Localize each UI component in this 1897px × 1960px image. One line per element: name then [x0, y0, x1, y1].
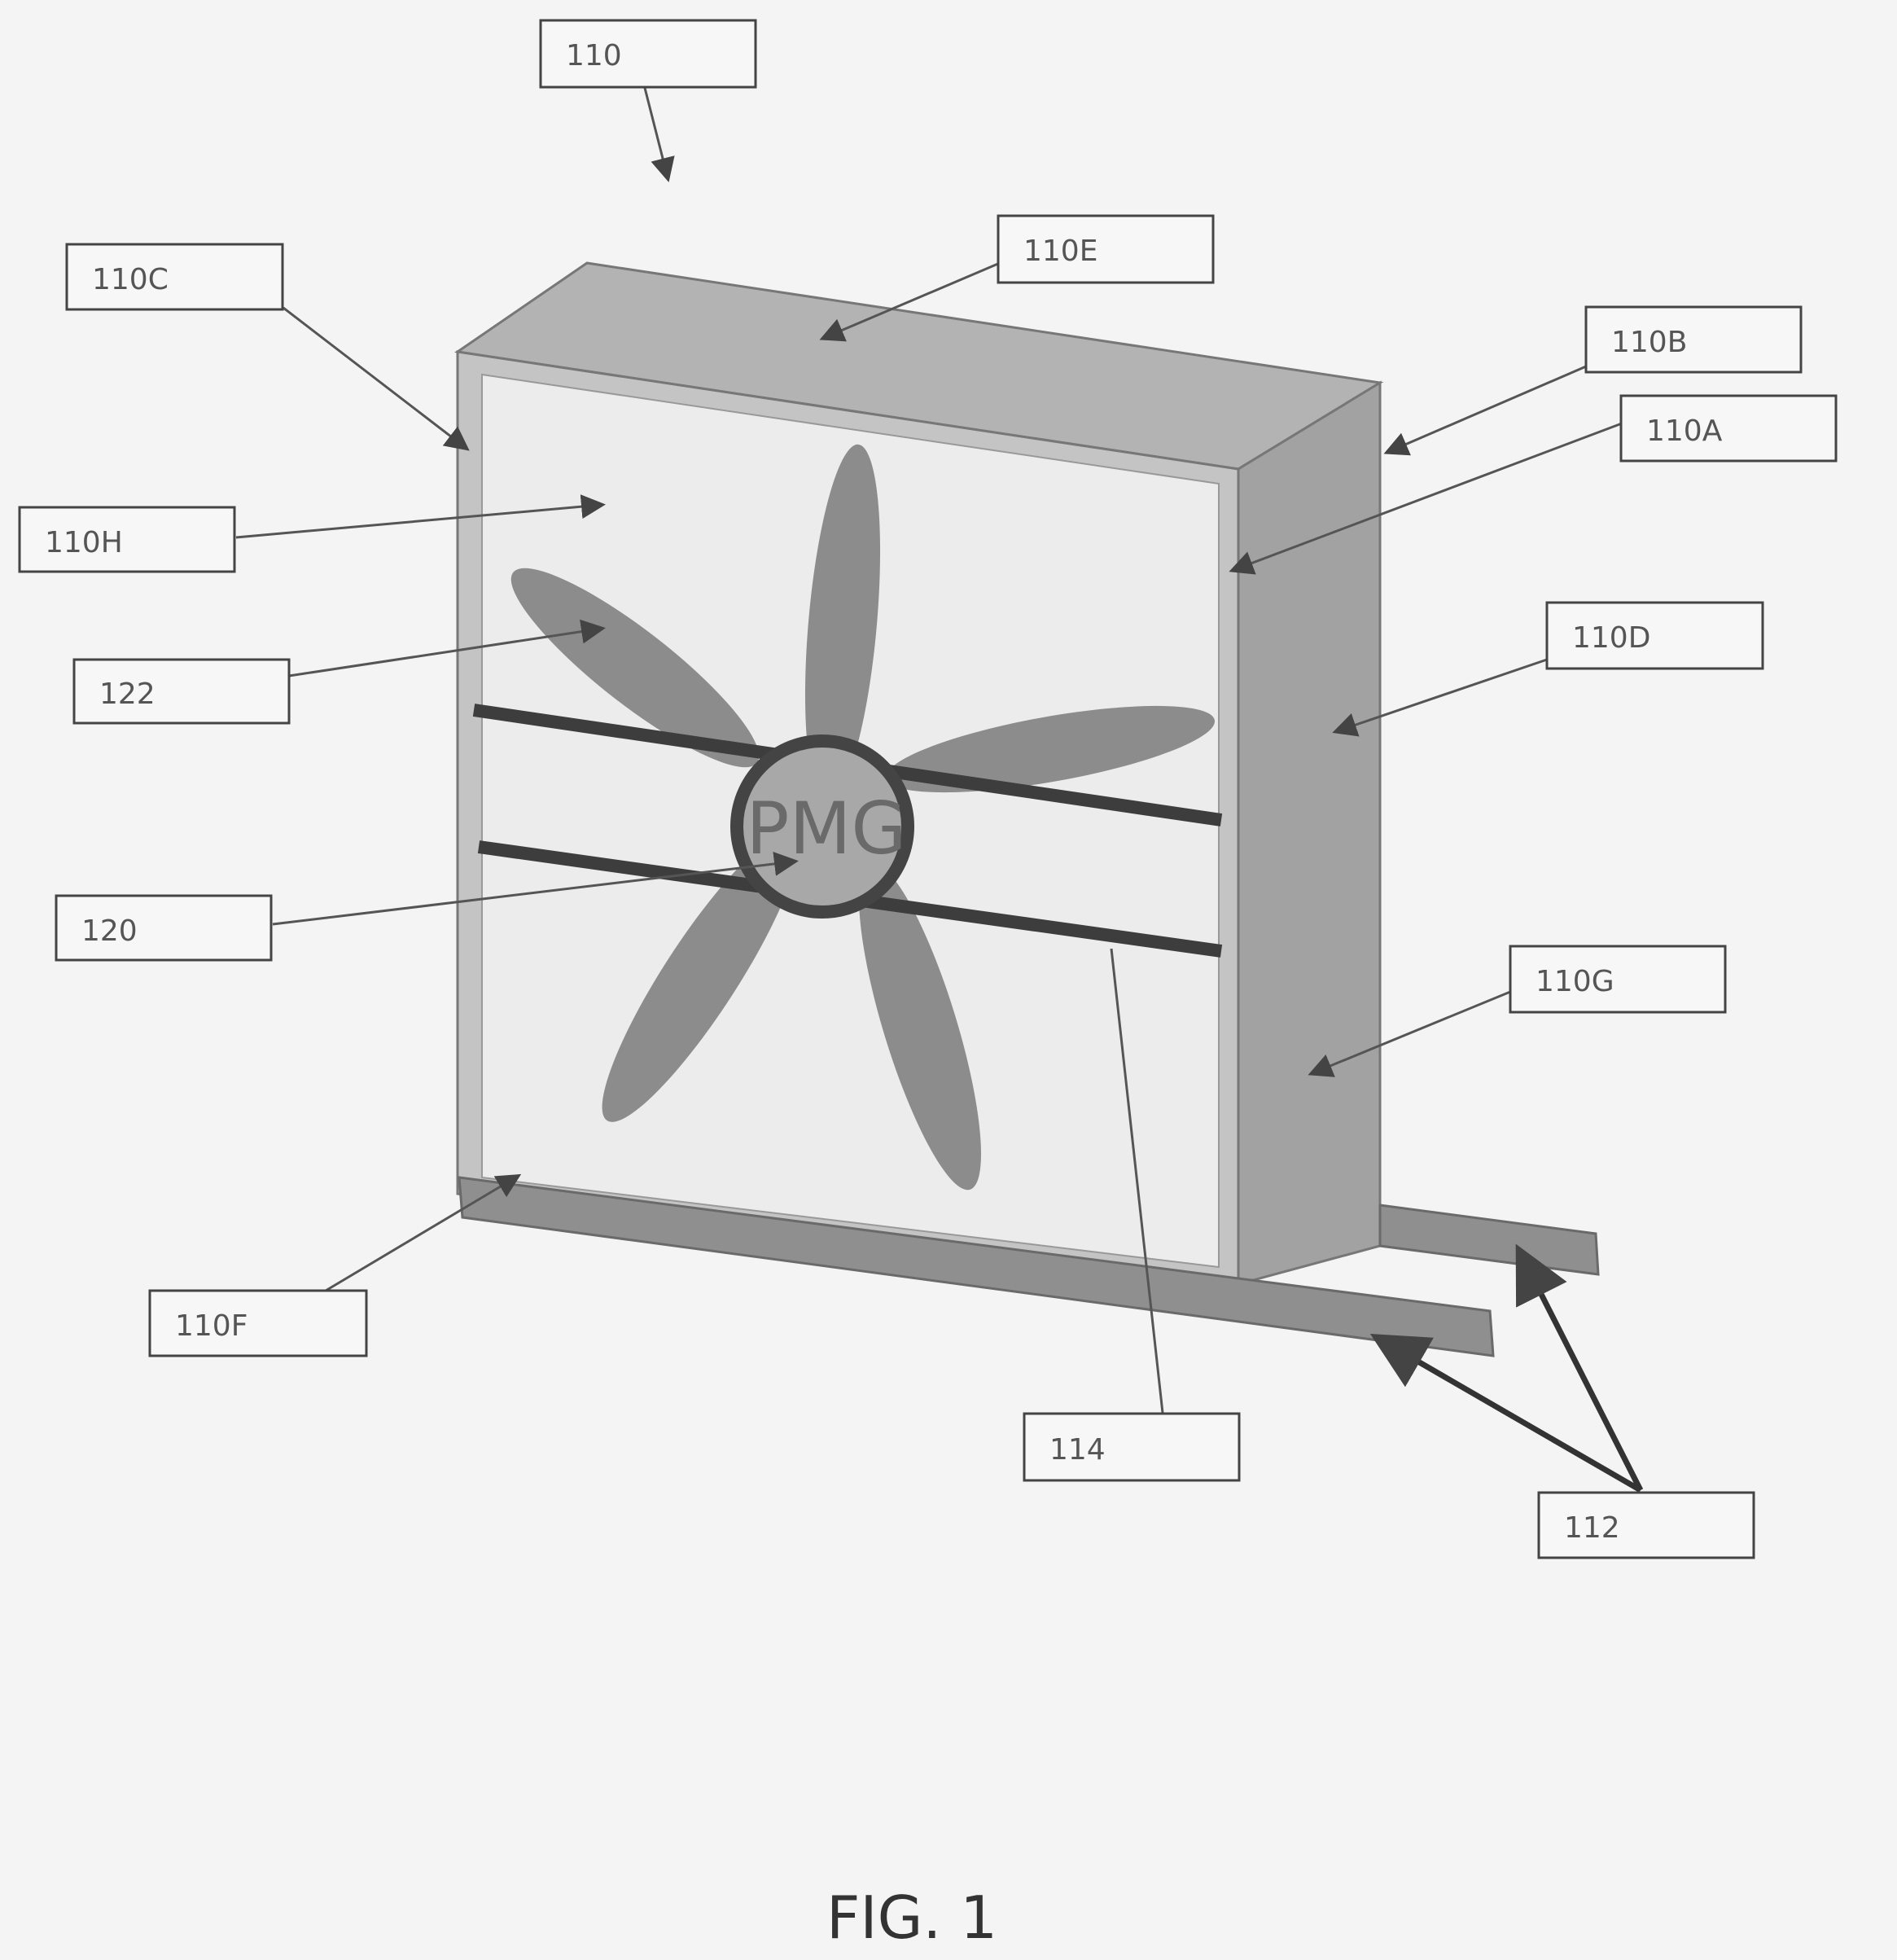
callout-112-text: 112 — [1564, 1511, 1620, 1545]
callout-110G-text: 110G — [1536, 965, 1614, 998]
callout-110H: 110H — [20, 507, 234, 572]
callout-122: 122 — [74, 660, 289, 723]
callout-110E: 110E — [998, 216, 1213, 283]
callout-110A-text: 110A — [1646, 414, 1723, 448]
leader-110F — [326, 1177, 517, 1291]
callout-110D: 110D — [1547, 603, 1763, 669]
callout-114: 114 — [1024, 1414, 1239, 1480]
callout-110F: 110F — [150, 1291, 366, 1356]
callout-110G: 110G — [1510, 946, 1725, 1012]
leader-110C — [283, 308, 466, 448]
callout-110-text: 110 — [566, 39, 622, 72]
leader-110B — [1388, 366, 1586, 452]
callout-110C-text: 110C — [92, 263, 169, 296]
hub-label: PMG — [746, 787, 906, 870]
callout-112: 112 — [1539, 1493, 1754, 1558]
callout-120: 120 — [56, 896, 271, 960]
callout-110E-text: 110E — [1023, 235, 1097, 268]
callout-114-text: 114 — [1049, 1433, 1106, 1467]
callout-110C: 110C — [67, 244, 283, 309]
callout-110B-text: 110B — [1611, 326, 1687, 359]
leader-110 — [645, 88, 668, 178]
figure-caption: FIG. 1 — [826, 1883, 997, 1952]
callout-110H-text: 110H — [45, 526, 123, 559]
housing-side-face — [1238, 383, 1380, 1284]
callout-110D-text: 110D — [1572, 621, 1650, 655]
callout-110B: 110B — [1586, 307, 1801, 372]
callout-110A: 110A — [1621, 396, 1836, 461]
callout-122-text: 122 — [99, 677, 156, 711]
callout-110: 110 — [541, 20, 756, 87]
callout-120-text: 120 — [81, 914, 138, 948]
callout-110F-text: 110F — [175, 1309, 248, 1343]
bottom-rail-back — [1380, 1205, 1598, 1274]
